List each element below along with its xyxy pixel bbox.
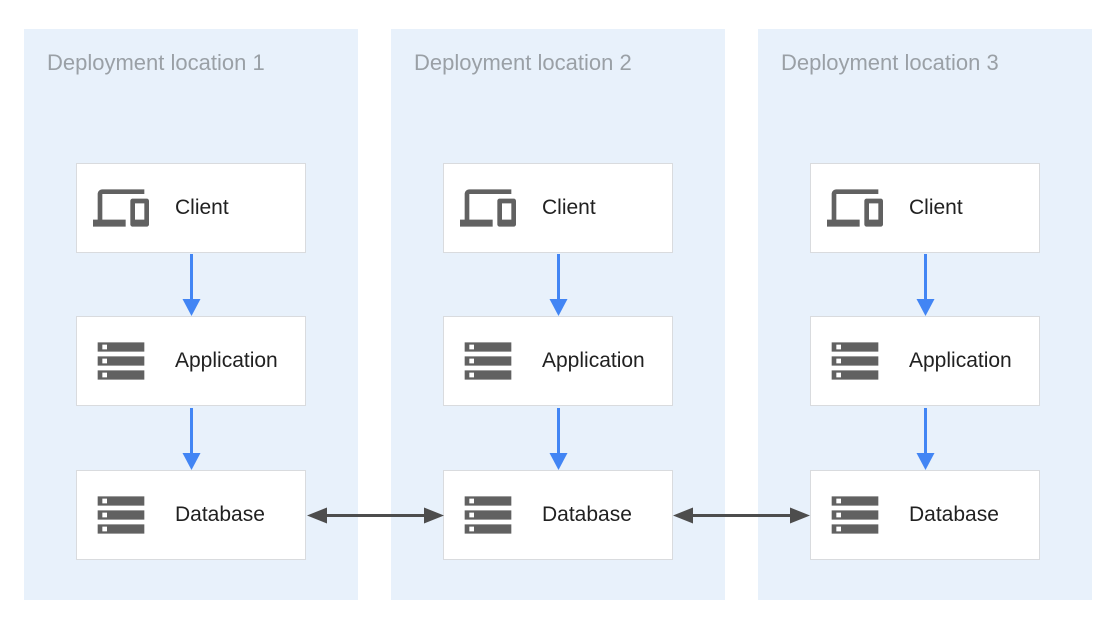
node-label: Database [542,503,632,526]
deployment-location-3-panel: Deployment location 3 Client Application… [758,29,1092,600]
node-label: Application [542,349,645,372]
storage-icon [93,487,149,543]
panel-title: Deployment location 1 [47,50,265,75]
node-label: Application [175,349,278,372]
node-client-1: Client [76,163,306,253]
node-client-3: Client [810,163,1040,253]
devices-icon [460,180,516,236]
panel-title: Deployment location 3 [781,50,999,75]
devices-icon [827,180,883,236]
node-database-3: Database [810,470,1040,560]
storage-icon [827,333,883,389]
storage-icon [93,333,149,389]
deployment-location-1-panel: Deployment location 1 Client Application… [24,29,358,600]
node-client-2: Client [443,163,673,253]
node-database-2: Database [443,470,673,560]
node-application-1: Application [76,316,306,406]
node-label: Client [175,196,229,219]
node-application-3: Application [810,316,1040,406]
panel-title: Deployment location 2 [414,50,632,75]
node-label: Application [909,349,1012,372]
node-label: Client [542,196,596,219]
storage-icon [460,487,516,543]
storage-icon [827,487,883,543]
node-database-1: Database [76,470,306,560]
node-label: Database [175,503,265,526]
node-label: Client [909,196,963,219]
devices-icon [93,180,149,236]
node-label: Database [909,503,999,526]
node-application-2: Application [443,316,673,406]
deployment-location-2-panel: Deployment location 2 Client Application… [391,29,725,600]
storage-icon [460,333,516,389]
